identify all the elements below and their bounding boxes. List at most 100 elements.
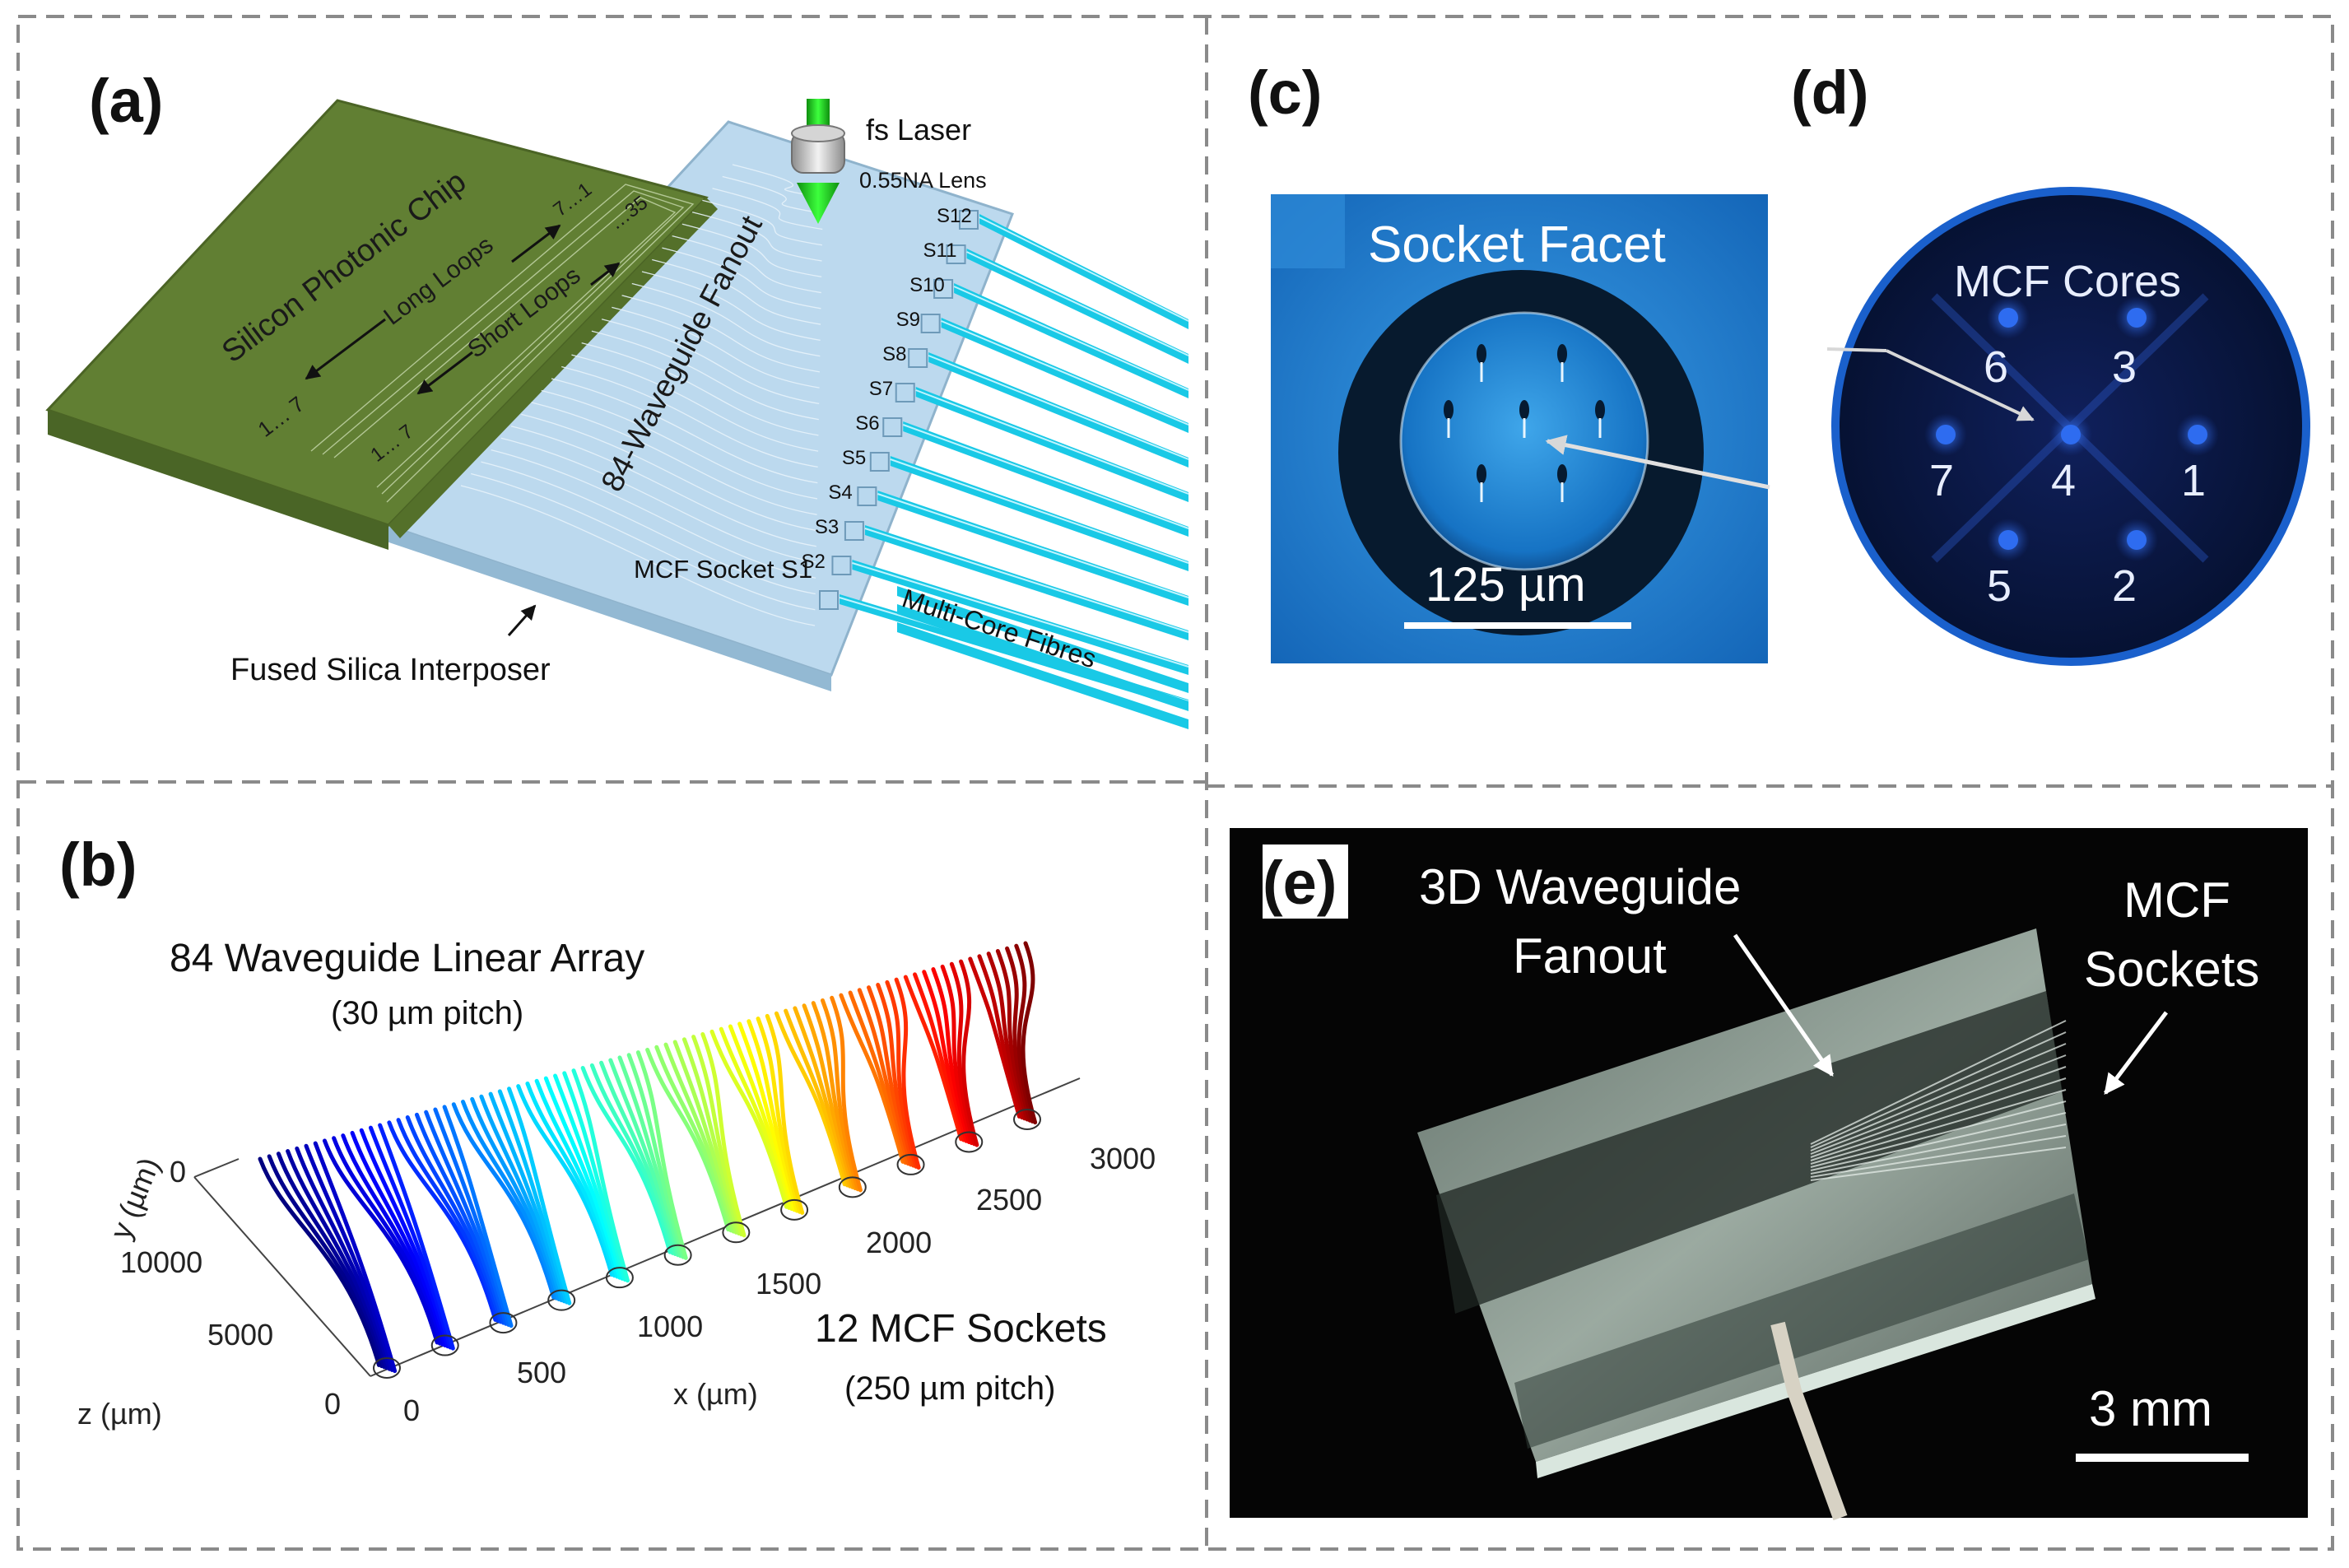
fibre-highlight [902, 424, 1189, 529]
fanout-line [471, 472, 816, 611]
waveguide [940, 964, 974, 1146]
socket-label: S10 [909, 274, 945, 296]
fanout-line [1810, 1066, 2067, 1158]
socket-notch [869, 452, 890, 472]
waveguide [608, 1058, 681, 1258]
fibre [897, 604, 1188, 711]
waveguide [461, 1100, 559, 1300]
multi-core-fibres [839, 214, 1189, 729]
waveguide [876, 983, 916, 1168]
waveguide-loops [310, 184, 695, 503]
waveguide [341, 1133, 445, 1347]
core-dot [2188, 425, 2207, 444]
waveguide [747, 1019, 799, 1213]
panel-e-label-bg [1263, 844, 1348, 919]
waveguide [553, 1073, 625, 1281]
waveguide [793, 1006, 853, 1189]
socket-facet-title: Socket Facet [1368, 216, 1666, 273]
fanout-line [601, 319, 820, 405]
panel-c: (c) Socket Facet 125 µm [1248, 58, 1770, 663]
short-loops-arrow-left [416, 351, 473, 395]
core-dot [1998, 530, 2018, 550]
socket-notch [920, 314, 941, 333]
mcf-pointer-arrow [1886, 349, 2035, 421]
waveguide [387, 1120, 498, 1322]
waveguide [784, 1008, 849, 1188]
waveguide [1021, 941, 1038, 1125]
fanout-line [662, 247, 821, 309]
waveguide [470, 1096, 561, 1301]
mcf-cores-title: MCF Cores [1954, 257, 2181, 306]
fanout-line [641, 271, 821, 341]
fibre-highlight [966, 251, 1189, 356]
chip-front [388, 198, 718, 538]
socket-notch [908, 348, 928, 368]
x-axis-label: x (µm) [673, 1377, 758, 1411]
waveguide [488, 1091, 566, 1304]
waveguide [442, 1105, 514, 1328]
waveguide [959, 959, 979, 1147]
core-dot [1998, 308, 2018, 328]
fanout-line [1810, 1100, 2067, 1168]
waveguide [949, 961, 977, 1147]
waveguide [378, 1123, 455, 1351]
socket-label: S3 [815, 516, 839, 538]
fanout-line [672, 235, 821, 294]
socket-s1-label: MCF Socket S1 [634, 555, 812, 584]
socket-label: S7 [869, 378, 893, 400]
waveguide [867, 985, 914, 1167]
waveguide [534, 1078, 620, 1279]
waveguide [276, 1152, 387, 1370]
fanout-line [712, 188, 823, 230]
waveguide [433, 1107, 511, 1327]
waveguide [313, 1141, 398, 1374]
fibre-core [1477, 464, 1486, 484]
long-loops-arrow-left [305, 318, 386, 380]
laser-label: fs Laser [866, 113, 971, 147]
panel-e-label: (e) [1263, 849, 1337, 917]
fanout-line [1810, 1031, 2067, 1148]
fibre-core [1557, 344, 1567, 364]
waveguide [396, 1118, 500, 1324]
fibre-highlight [953, 286, 1189, 391]
core-label: 3 [2112, 342, 2137, 392]
fanout-line [571, 354, 819, 452]
waveguide [802, 1003, 855, 1189]
socket-notch [844, 521, 864, 541]
waveguide [414, 1112, 505, 1325]
fibre-highlight [864, 528, 1189, 633]
fanout-line [1810, 1077, 2067, 1161]
waveguide [857, 988, 910, 1166]
panel-d-label: (d) [1791, 58, 1869, 127]
socket-circle [663, 1244, 692, 1266]
fibre-core [1477, 344, 1486, 364]
fanout-line [491, 449, 816, 579]
x-tick-label: 2000 [866, 1226, 932, 1259]
socket-label: S6 [855, 412, 879, 435]
fanout-line2: Fanout [1513, 928, 1667, 984]
fanout-line [652, 258, 821, 325]
y-tick-10000: 10000 [120, 1245, 202, 1279]
socket-scale-label: 125 µm [1426, 558, 1586, 612]
socket-label: S2 [801, 551, 825, 573]
z-axis-label: z (µm) [77, 1397, 162, 1431]
laser-focus [797, 183, 840, 224]
fanout-line [732, 164, 824, 198]
socket-circle [1013, 1109, 1041, 1130]
fibre-highlight [915, 389, 1189, 495]
socket-circle [489, 1312, 518, 1334]
fibre-highlight [941, 320, 1189, 426]
waveguide [350, 1130, 448, 1348]
waveguide [885, 979, 919, 1169]
sockets-pitch: (250 µm pitch) [844, 1370, 1055, 1407]
waveguide [525, 1081, 617, 1278]
panel-b: (b) 84 Waveguide Linear Array (30 µm pit… [59, 831, 1156, 1431]
waveguide [322, 1138, 440, 1345]
glass-dark-band [1436, 991, 2063, 1314]
socket-corner-block [1271, 194, 1345, 268]
socket-label: S11 [923, 240, 957, 262]
fibre-highlight [852, 562, 1189, 668]
